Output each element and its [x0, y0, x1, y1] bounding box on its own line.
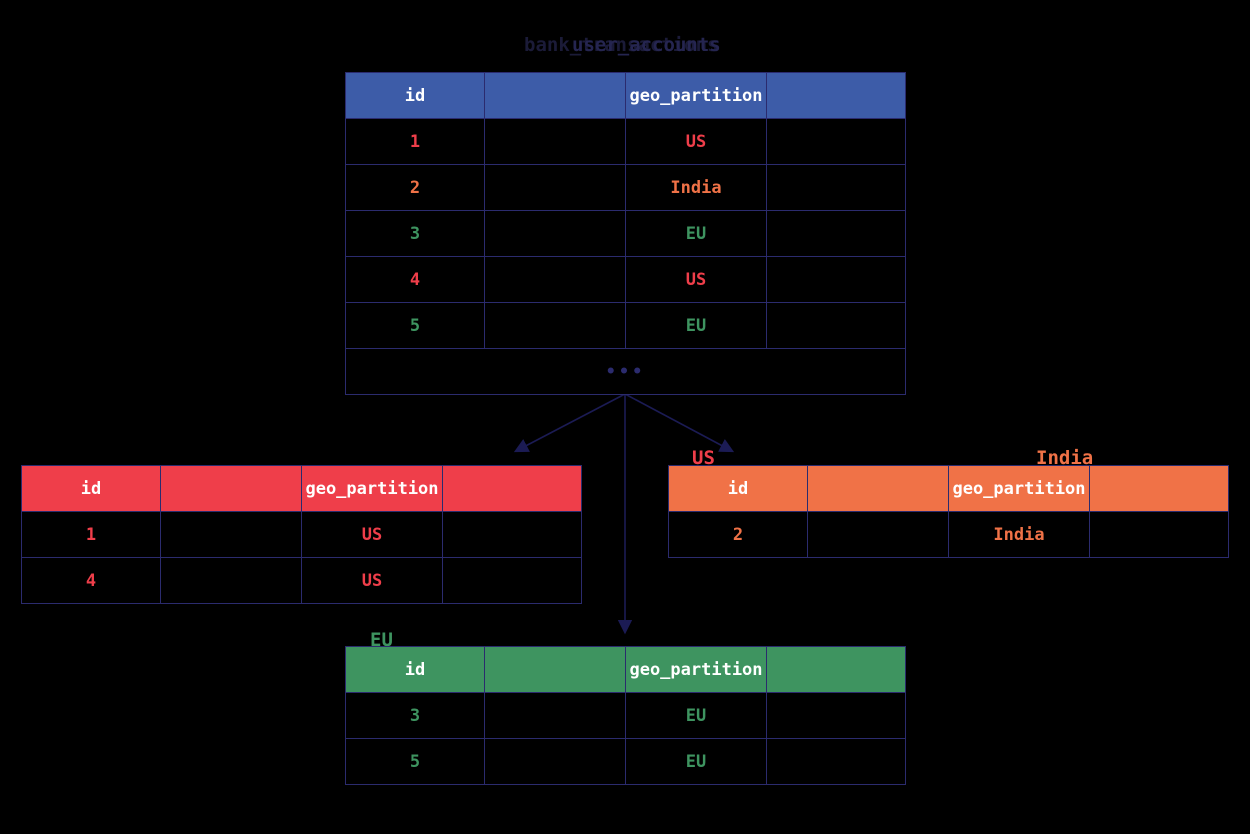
column-header-geo-partition: geo_partition — [625, 646, 767, 693]
cell-blank-1 — [484, 692, 626, 739]
cell-blank-1 — [484, 302, 626, 349]
table-row: 4 US — [345, 256, 906, 303]
table-row: 1 US — [21, 511, 582, 558]
cell-geo-partition: EU — [625, 302, 767, 349]
column-header-id: id — [345, 72, 485, 119]
cell-geo-partition: US — [625, 256, 767, 303]
column-header-blank-2 — [766, 646, 906, 693]
arrow-main-to-us — [513, 393, 626, 453]
cell-blank-1 — [484, 256, 626, 303]
table-row: 4 US — [21, 557, 582, 604]
table-row: 3 EU — [345, 210, 906, 257]
main-table: id geo_partition 1 US 2 India 3 — [345, 72, 906, 395]
cell-blank-2 — [766, 164, 906, 211]
cell-blank-1 — [807, 511, 949, 558]
column-header-blank-1 — [484, 72, 626, 119]
cell-blank-2 — [766, 256, 906, 303]
cell-geo-partition: India — [625, 164, 767, 211]
cell-geo-partition: US — [625, 118, 767, 165]
cell-geo-partition: US — [301, 557, 443, 604]
table-row-ellipsis: ••• — [345, 348, 906, 395]
cell-blank-1 — [484, 738, 626, 785]
cell-blank-2 — [766, 118, 906, 165]
column-header-blank-1 — [807, 465, 949, 512]
india-shard-title: India — [1036, 447, 1094, 469]
arrow-main-to-india — [624, 393, 735, 453]
column-header-blank-1 — [484, 646, 626, 693]
cell-id: 3 — [345, 692, 485, 739]
cell-id: 3 — [345, 210, 485, 257]
table-row: 5 EU — [345, 738, 906, 785]
column-header-id: id — [345, 646, 485, 693]
cell-blank-1 — [484, 210, 626, 257]
cell-geo-partition: EU — [625, 738, 767, 785]
table-row: 2 India — [345, 164, 906, 211]
column-header-geo-partition: geo_partition — [948, 465, 1090, 512]
india-shard-table: id geo_partition 2 India — [668, 465, 1229, 558]
cell-id: 4 — [345, 256, 485, 303]
cell-blank-2 — [442, 511, 582, 558]
main-table-title-primary: bank_transactions — [524, 34, 719, 56]
cell-blank-1 — [160, 557, 302, 604]
cell-id: 1 — [345, 118, 485, 165]
column-header-blank-1 — [160, 465, 302, 512]
column-header-geo-partition: geo_partition — [625, 72, 767, 119]
column-header-id: id — [668, 465, 808, 512]
table-row: 2 India — [668, 511, 1229, 558]
cell-blank-1 — [484, 118, 626, 165]
cell-geo-partition: EU — [625, 210, 767, 257]
cell-id: 1 — [21, 511, 161, 558]
column-header-blank-2 — [442, 465, 582, 512]
column-header-id: id — [21, 465, 161, 512]
main-table-header-row: id geo_partition — [345, 72, 906, 119]
main-table-title-secondary: user_accounts — [572, 34, 721, 56]
column-header-geo-partition: geo_partition — [301, 465, 443, 512]
cell-geo-partition: EU — [625, 692, 767, 739]
column-header-blank-2 — [1089, 465, 1229, 512]
cell-blank-1 — [484, 164, 626, 211]
india-shard-header-row: id geo_partition — [668, 465, 1229, 512]
cell-geo-partition: US — [301, 511, 443, 558]
cell-blank-2 — [1089, 511, 1229, 558]
ellipsis-cell: ••• — [345, 348, 906, 395]
cell-blank-2 — [766, 210, 906, 257]
cell-blank-2 — [766, 302, 906, 349]
cell-id: 5 — [345, 738, 485, 785]
table-row: 1 US — [345, 118, 906, 165]
table-row: 5 EU — [345, 302, 906, 349]
cell-blank-2 — [766, 738, 906, 785]
cell-id: 5 — [345, 302, 485, 349]
us-shard-title: US — [692, 447, 715, 469]
column-header-blank-2 — [766, 72, 906, 119]
cell-id: 4 — [21, 557, 161, 604]
eu-shard-header-row: id geo_partition — [345, 646, 906, 693]
us-shard-header-row: id geo_partition — [21, 465, 582, 512]
us-shard-table: id geo_partition 1 US 4 US — [21, 465, 582, 604]
cell-blank-2 — [766, 692, 906, 739]
cell-id: 2 — [668, 511, 808, 558]
cell-id: 2 — [345, 164, 485, 211]
eu-shard-title: EU — [370, 629, 393, 651]
cell-blank-2 — [442, 557, 582, 604]
table-row: 3 EU — [345, 692, 906, 739]
eu-shard-table: id geo_partition 3 EU 5 EU — [345, 646, 906, 785]
cell-blank-1 — [160, 511, 302, 558]
cell-geo-partition: India — [948, 511, 1090, 558]
